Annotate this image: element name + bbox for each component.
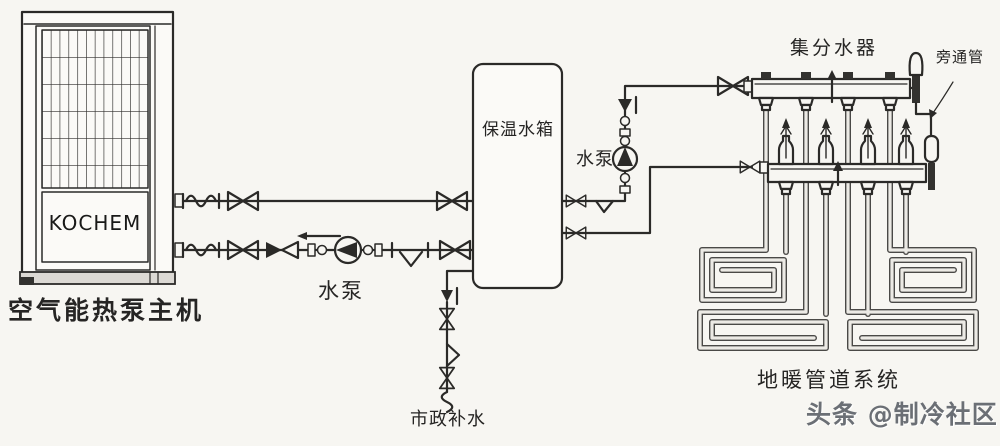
flow-arrow-up (833, 161, 843, 187)
heat-pump-unit (19, 10, 184, 285)
pipe-union (619, 185, 631, 194)
pipe-union (307, 243, 328, 257)
floor-system-label: 地暖管道系统 (757, 368, 901, 392)
insulated-water-tank (471, 62, 564, 290)
return-manifold (759, 116, 928, 196)
y-strainer-small (594, 199, 615, 214)
fan-coil-grille (41, 29, 149, 189)
flow-meter (859, 116, 877, 166)
main-pipes (181, 84, 754, 394)
brand-label: KOCHEM (48, 211, 142, 235)
watermark: 头条 @制冷社区 (806, 400, 998, 429)
y-strainer (390, 241, 430, 268)
check-valve-vertical (618, 95, 638, 115)
circulation-pump-main (333, 235, 363, 265)
bypass-label: 旁通管 (936, 48, 985, 66)
makeup-water-label: 市政补水 (410, 409, 486, 430)
flex-connector-vertical (440, 390, 454, 414)
supply-manifold (743, 51, 924, 112)
pipe-union (619, 135, 631, 147)
heat-pump-label: 空气能热泵主机 (8, 296, 205, 325)
air-vent (908, 51, 924, 77)
bypass-valve (923, 134, 940, 164)
manifold-end-cap (928, 163, 935, 190)
flex-connector-top (181, 192, 221, 210)
y-strainer-vertical (445, 342, 461, 368)
flow-arrow-up (827, 70, 837, 104)
flow-meter (777, 116, 795, 166)
return-port (174, 242, 184, 258)
manifold-label: 集分水器 (790, 37, 879, 59)
check-valve (266, 240, 300, 260)
tank-label: 保温水箱 (482, 120, 554, 140)
pump-label-main: 水泵 (318, 279, 364, 303)
pipe-union (619, 115, 631, 127)
pipe-union (619, 172, 631, 184)
flow-meter (817, 116, 835, 166)
pipe-union (619, 128, 631, 137)
pump-label-secondary: 水泵 (576, 149, 614, 170)
circulation-pump-secondary (611, 145, 639, 173)
flow-direction-arrow (297, 232, 342, 240)
bypass-pipe (914, 101, 940, 190)
flex-connector-bottom (181, 241, 221, 259)
pump-riser (611, 95, 639, 194)
manifold-end-cap (912, 75, 920, 103)
manifold-return-pipe (560, 165, 754, 235)
tank-to-manifold-pipe (560, 84, 754, 203)
unit-base (19, 271, 176, 285)
flow-meter (897, 116, 915, 166)
pipe-union (362, 243, 383, 257)
check-valve-vertical (441, 286, 459, 306)
bypass-leader-line (929, 81, 954, 119)
supply-port (174, 193, 184, 208)
brand-panel (41, 191, 149, 263)
makeup-water-line (438, 286, 461, 414)
